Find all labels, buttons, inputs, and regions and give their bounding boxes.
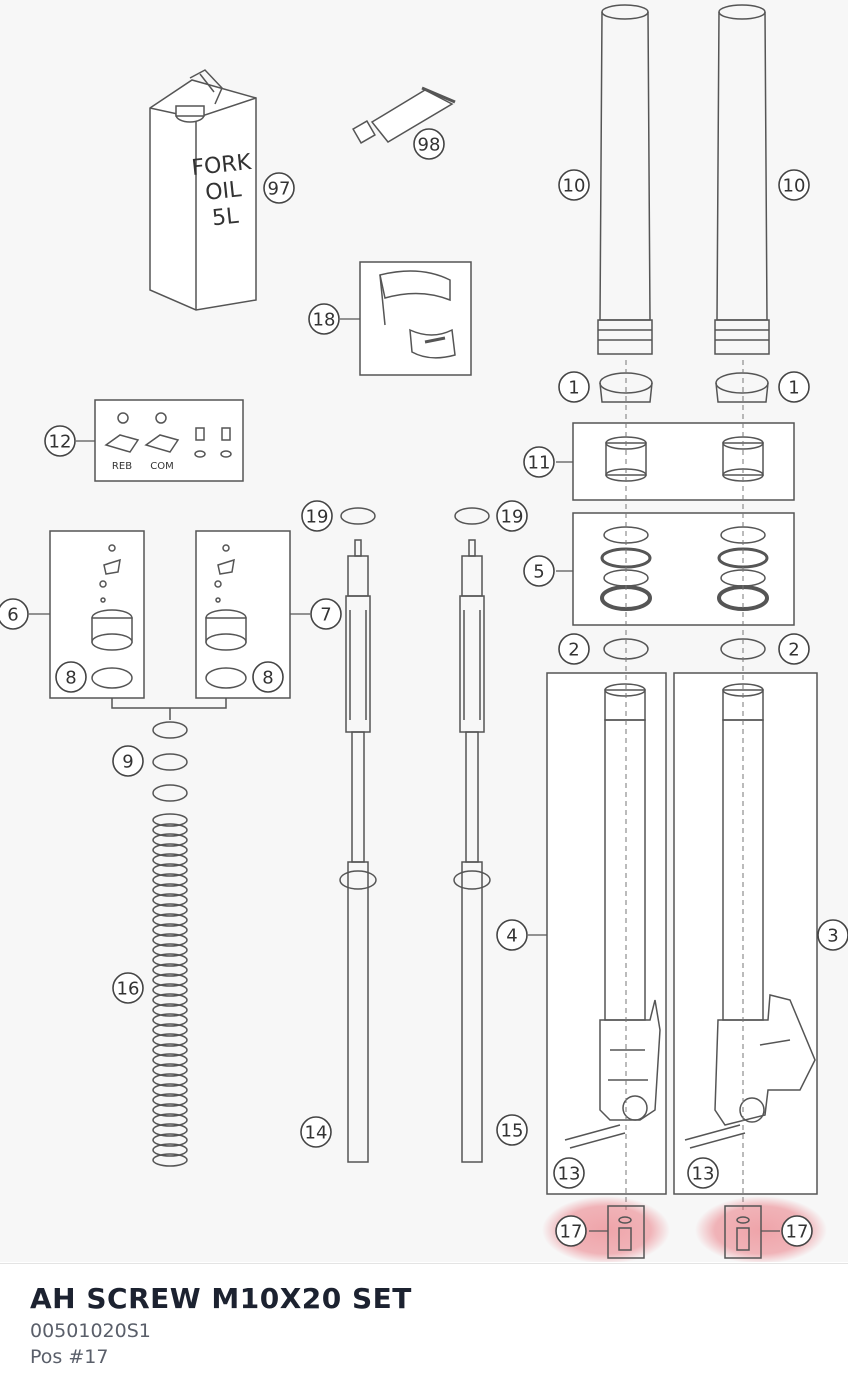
callout-12[interactable]: 12 <box>44 425 76 457</box>
callout-number: 6 <box>7 605 18 626</box>
callout-number: 12 <box>49 432 72 453</box>
callout-5[interactable]: 5 <box>523 555 555 587</box>
callout-7[interactable]: 7 <box>310 598 342 630</box>
spring-washers <box>152 721 188 802</box>
callout-19b[interactable]: 19 <box>496 500 528 532</box>
callout-8b[interactable]: 8 <box>252 661 284 693</box>
callout-1a[interactable]: 1 <box>558 371 590 403</box>
seal-box <box>572 512 795 626</box>
callout-14[interactable]: 14 <box>300 1116 332 1148</box>
fork-leg-left-box <box>546 672 667 1195</box>
oil-can-text-line3: 5L <box>211 204 240 232</box>
damping-cartridge-right <box>453 507 491 1163</box>
callout-number: 13 <box>558 1164 581 1185</box>
callout-number: 3 <box>827 926 838 947</box>
callout-1b[interactable]: 1 <box>778 371 810 403</box>
part-position: Pos #17 <box>30 1346 109 1368</box>
callout-number: 1 <box>788 378 799 399</box>
oil-can-text-line2: OIL <box>204 177 243 206</box>
callout-number: 17 <box>786 1222 809 1243</box>
callout-number: 7 <box>320 605 331 626</box>
leader-lines <box>29 318 780 1232</box>
callout-number: 1 <box>568 378 579 399</box>
callout-11[interactable]: 11 <box>523 446 555 478</box>
callout-number: 8 <box>65 668 76 689</box>
callout-15[interactable]: 15 <box>496 1114 528 1146</box>
callout-9[interactable]: 9 <box>112 745 144 777</box>
callout-3[interactable]: 3 <box>817 919 848 951</box>
callout-number: 18 <box>313 310 336 331</box>
callout-6[interactable]: 6 <box>0 598 29 630</box>
callout-number: 19 <box>501 507 524 528</box>
callout-number: 13 <box>692 1164 715 1185</box>
callout-number: 4 <box>506 926 517 947</box>
damping-cartridge-left <box>339 507 377 1163</box>
callout-number: 16 <box>117 979 140 1000</box>
callout-2b[interactable]: 2 <box>778 633 810 665</box>
callout-number: 97 <box>268 179 291 200</box>
screw-17-left <box>607 1205 645 1259</box>
grease-tube <box>352 86 456 144</box>
callout-number: 8 <box>262 668 273 689</box>
caps-bracket <box>111 698 227 720</box>
callout-number: 98 <box>418 135 441 156</box>
fork-spring <box>152 813 188 1167</box>
callout-number: 14 <box>305 1123 328 1144</box>
fork-leg-right-box <box>673 672 818 1195</box>
callout-13b[interactable]: 13 <box>687 1157 719 1189</box>
callout-number: 15 <box>501 1121 524 1142</box>
fork-oil-can: FORK OIL 5L <box>149 69 257 311</box>
part-number: 00501020S1 <box>30 1320 151 1342</box>
dust-caps <box>599 372 769 403</box>
callout-18[interactable]: 18 <box>308 303 340 335</box>
callout-97[interactable]: 97 <box>263 172 295 204</box>
outer-tube-left <box>597 4 653 355</box>
callout-number: 10 <box>783 176 806 197</box>
outer-tube-right <box>714 4 770 355</box>
callout-17b[interactable]: 17 <box>781 1215 813 1247</box>
part-info-panel: AH SCREW M10X20 SET 00501020S1 Pos #17 <box>0 1263 848 1391</box>
adjuster-kit-box: REB COM <box>94 399 244 482</box>
callout-17a[interactable]: 17 <box>555 1215 587 1247</box>
clip-kit-box <box>359 261 472 376</box>
callout-10b[interactable]: 10 <box>778 169 810 201</box>
callout-98[interactable]: 98 <box>413 128 445 160</box>
callout-19a[interactable]: 19 <box>301 500 333 532</box>
callout-2a[interactable]: 2 <box>558 633 590 665</box>
com-label: COM <box>150 461 173 472</box>
screw-17-right <box>724 1205 762 1259</box>
callout-number: 19 <box>306 507 329 528</box>
callout-number: 2 <box>788 640 799 661</box>
callout-number: 17 <box>560 1222 583 1243</box>
callout-8a[interactable]: 8 <box>55 661 87 693</box>
reb-label: REB <box>112 461 132 472</box>
callout-number: 5 <box>533 562 544 583</box>
callout-16[interactable]: 16 <box>112 972 144 1004</box>
callout-number: 10 <box>563 176 586 197</box>
callout-13a[interactable]: 13 <box>553 1157 585 1189</box>
diagram-canvas: FORK OIL 5L REB COM <box>0 4 848 1262</box>
callout-10a[interactable]: 10 <box>558 169 590 201</box>
callout-number: 2 <box>568 640 579 661</box>
bushing-box <box>572 422 795 501</box>
callout-number: 11 <box>528 453 551 474</box>
exploded-parts-diagram: FORK OIL 5L REB COM <box>0 4 848 1262</box>
part-title: AH SCREW M10X20 SET <box>30 1282 412 1315</box>
callout-4[interactable]: 4 <box>496 919 528 951</box>
assembly-axis-lines <box>625 360 744 1210</box>
callout-number: 9 <box>122 752 133 773</box>
